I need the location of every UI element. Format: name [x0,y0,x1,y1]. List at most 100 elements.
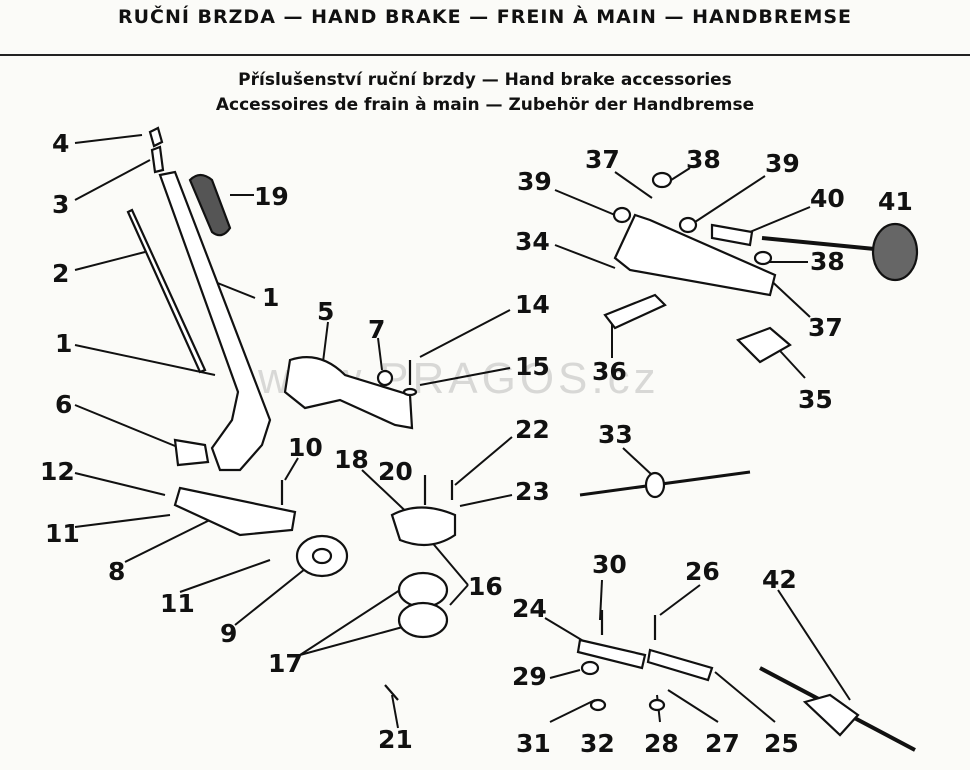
ratchet-assembly [283,356,418,430]
callout-3: 3 [52,190,69,219]
nut-39a [612,206,632,224]
callout-41: 41 [878,187,913,216]
callout-42: 42 [762,565,797,594]
leader-11b [179,559,271,593]
callout-14: 14 [515,290,550,319]
callout-1a: 1 [262,283,279,312]
pulley-17b [397,601,449,639]
nut-38b [753,250,773,266]
callout-38b: 38 [810,247,845,276]
callout-37a: 37 [585,145,620,174]
callout-32: 32 [580,729,615,758]
nut-38a [651,171,673,189]
pin-21 [384,684,399,701]
callout-11a: 11 [45,519,80,548]
leader-9 [234,564,311,626]
callout-11b: 11 [160,589,195,618]
leader-11a [74,514,171,528]
callout-6: 6 [55,390,72,419]
callout-15: 15 [515,352,550,381]
leader-27 [667,689,719,723]
leader-1b [74,344,216,376]
callout-27: 27 [705,729,740,758]
callout-4: 4 [52,129,69,158]
title-divider [0,54,970,56]
pin-6 [173,438,210,467]
callout-31: 31 [516,729,551,758]
leader-14 [419,309,511,358]
leader-2 [74,251,146,271]
page-title: RUČNÍ BRZDA — HAND BRAKE — FREIN À MAIN … [117,6,853,28]
linkage-assembly [576,610,916,752]
leader-33 [622,447,653,476]
callout-19: 19 [254,182,289,211]
leader-23 [459,494,513,507]
callout-26: 26 [685,557,720,586]
callout-37b: 37 [808,313,843,342]
leader-26 [659,584,701,616]
leader-25 [714,671,776,723]
callout-2: 2 [52,259,69,288]
bracket-8 [173,486,297,537]
leader-37a [614,171,653,199]
adjuster-40 [710,223,754,247]
callout-22: 22 [515,415,550,444]
threaded-rod [761,236,886,252]
callout-1b: 1 [55,329,72,358]
leader-7 [377,337,383,371]
callout-40: 40 [810,184,845,213]
link-25 [646,648,714,682]
button-4 [148,126,164,148]
callout-28: 28 [644,729,679,758]
leader-40 [744,206,811,235]
callout-35: 35 [798,385,833,414]
callout-5: 5 [317,297,334,326]
callout-10: 10 [288,433,323,462]
callout-30: 30 [592,550,627,579]
leader-16a [429,539,469,586]
grommet-33 [644,471,666,499]
lever-1 [158,170,272,472]
callout-20: 20 [378,457,413,486]
callout-23: 23 [515,477,550,506]
clamp-42 [802,693,860,737]
subtitle-line-1: Příslušenství ruční brzdy — Hand brake a… [238,70,732,90]
bracket-34 [613,213,777,297]
clip-36 [603,293,667,330]
nut-28 [648,698,666,712]
callout-17: 17 [268,649,303,678]
callout-21: 21 [378,725,413,754]
cable-assembly [579,470,751,499]
segment-5 [283,356,414,430]
plate-18 [390,506,457,547]
leader-3 [74,159,151,201]
callout-36: 36 [592,357,627,386]
leader-31 [549,699,596,723]
leader-29 [549,669,581,679]
callout-18: 18 [334,445,369,474]
knob-41 [871,222,919,282]
grip-19 [188,173,232,237]
callout-12: 12 [40,457,75,486]
leader-17b [299,624,411,656]
leader-39a [554,189,616,216]
leader-21 [391,694,399,729]
callout-9: 9 [220,619,237,648]
leader-42 [777,589,851,701]
callout-33: 33 [598,420,633,449]
callout-16: 16 [468,572,503,601]
leader-30 [599,579,603,621]
leader-10 [284,457,299,481]
callout-34: 34 [515,227,550,256]
callout-labels: 4 3 19 2 1 1 5 7 14 15 6 10 12 11 8 11 9… [40,129,913,758]
ring-7 [376,369,394,387]
callout-8: 8 [108,557,125,586]
leader-4 [74,134,143,144]
callout-24: 24 [512,594,547,623]
leader-22 [454,436,513,486]
leader-16b [449,584,469,606]
callout-7: 7 [368,315,385,344]
leader-39b [694,175,766,223]
subtitle-line-2: Accessoires de frain à main — Zubehör de… [215,95,755,115]
